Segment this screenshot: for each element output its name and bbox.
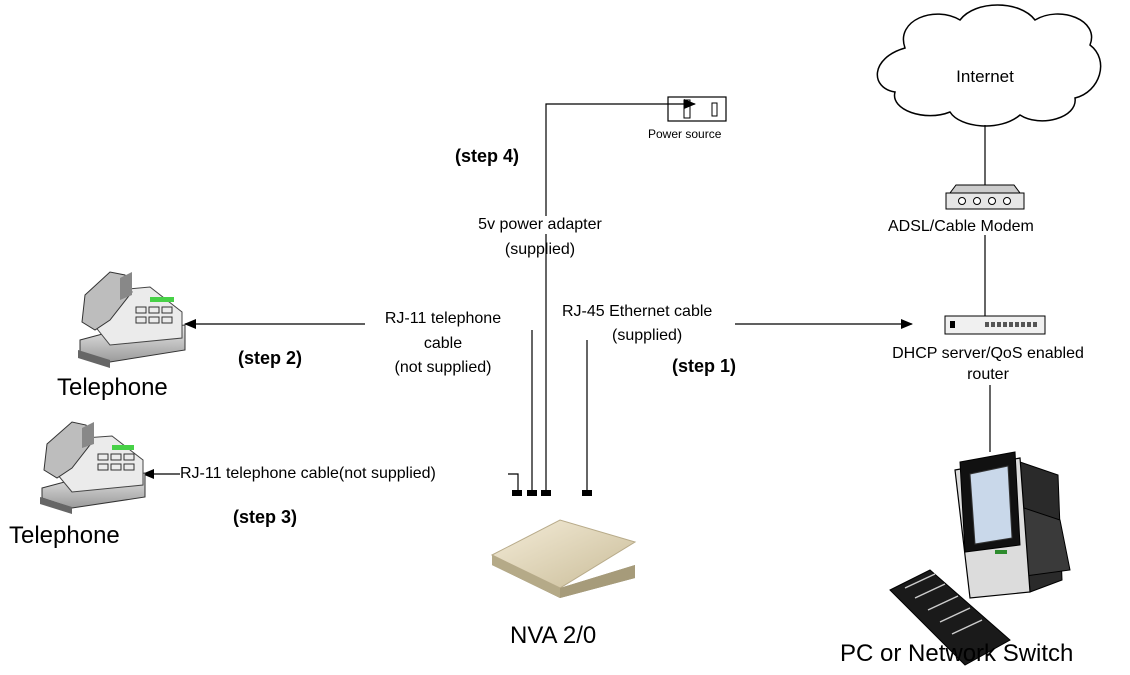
rj11-top-cable	[184, 319, 533, 490]
rj11-top-label-line2: cable	[423, 335, 463, 352]
step2-label: (step 2)	[238, 348, 303, 368]
step3-label: (step 3)	[233, 507, 298, 527]
rj11-bottom-label: RJ-11 telephone cable(not supplied)	[180, 465, 436, 484]
rj11-bottom-cable	[142, 469, 519, 490]
router-label-line2: router	[967, 366, 1009, 383]
internet-cloud-icon	[876, 4, 1102, 127]
power-cable-label-line1: 5v power adapter	[455, 216, 625, 235]
power-cable	[545, 99, 696, 490]
step1-label: (step 1)	[672, 356, 737, 376]
rj11-top-label-line1: RJ-11 telephone	[368, 310, 518, 329]
ethernet-cable-label-line1: RJ-45 Ethernet cable	[562, 303, 713, 322]
nva-port-connectors	[512, 490, 592, 496]
power-cable-label-line2: (supplied)	[504, 241, 576, 258]
ethernet-cable-label-line2: (supplied)	[612, 327, 683, 346]
router-label-line1: DHCP server/QoS enabled	[892, 345, 1084, 362]
telephone-top-label: Telephone	[57, 374, 168, 401]
ethernet-cable	[586, 319, 913, 490]
modem-label: ADSL/Cable Modem	[888, 218, 1034, 235]
telephone-bottom-icon	[40, 421, 146, 514]
router-icon	[944, 315, 1046, 335]
modem-icon	[945, 184, 1025, 210]
internet-label: Internet	[956, 67, 1014, 86]
telephone-bottom-label: Telephone	[9, 522, 120, 549]
telephone-top-icon	[78, 271, 186, 368]
pc-label: PC or Network Switch	[840, 640, 1074, 667]
step4-label: (step 4)	[455, 146, 520, 166]
nva-device-icon	[490, 519, 637, 598]
pc-icon	[889, 451, 1071, 666]
power-source-icon	[667, 96, 727, 122]
nva-label: NVA 2/0	[510, 622, 597, 649]
rj11-top-label-line3: (not supplied)	[394, 359, 492, 376]
power-source-label: Power source	[648, 127, 722, 141]
